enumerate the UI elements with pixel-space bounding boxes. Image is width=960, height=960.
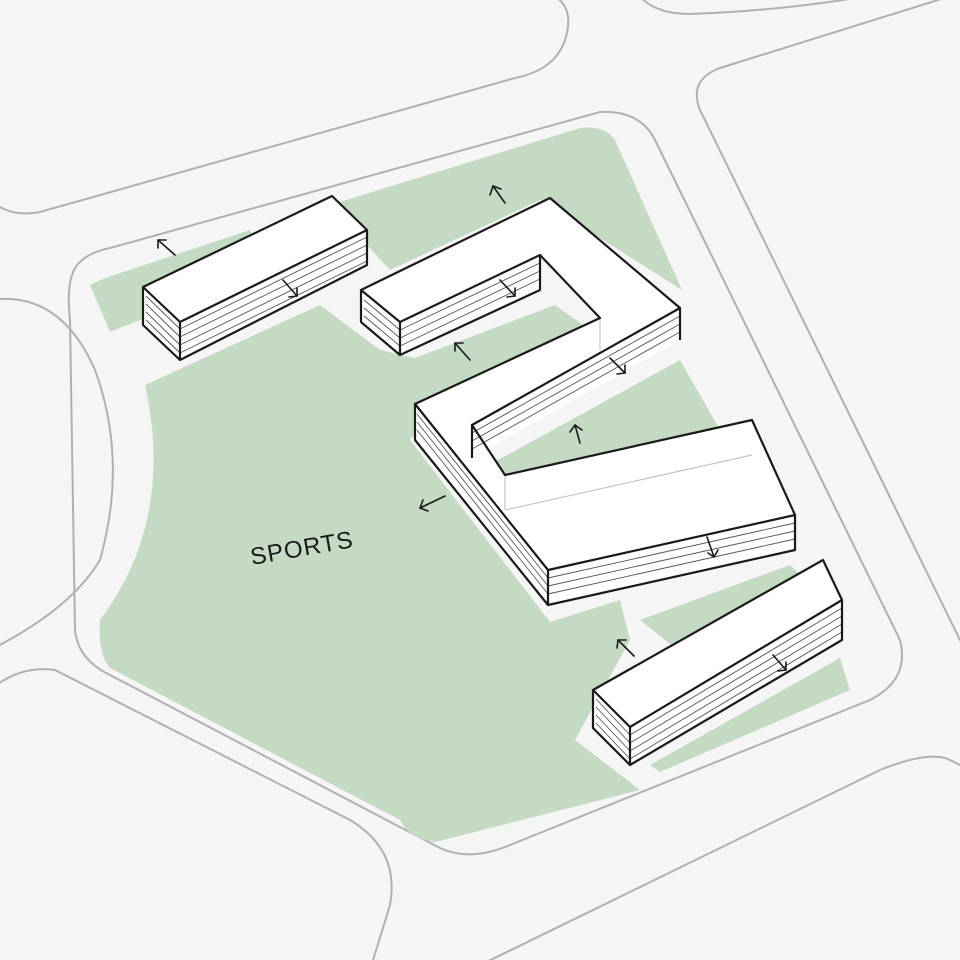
arrow-se-bar-in-icon: [772, 654, 787, 672]
building-central-south-facade: [415, 404, 548, 605]
city-block-southwest: [0, 668, 393, 960]
city-block-east: [695, 0, 960, 642]
green-sports-field: [99, 305, 640, 842]
building-southeast-floor-lines: [595, 607, 843, 760]
arrow-south-in-icon: [706, 536, 719, 558]
orientation-arrows: [157, 185, 787, 672]
building-northwest-roof: [143, 196, 367, 322]
arrow-inner-out-icon: [569, 424, 583, 444]
city-block-northeast-small: [642, 0, 850, 16]
site-plot: [67, 110, 903, 856]
building-northwest-side-facade: [180, 230, 367, 360]
arrow-east-in-icon: [609, 357, 626, 375]
building-southeast-front-facade: [593, 690, 630, 765]
city-block-north: [0, 0, 570, 215]
building-central-roof: [361, 198, 795, 570]
green-courtyard-east: [480, 360, 720, 490]
building-central-s-block: [359, 196, 797, 607]
building-central-hidden-edges: [504, 318, 753, 511]
arrow-nw-bar-in-icon: [282, 279, 298, 298]
arrow-north-out-icon: [489, 185, 506, 204]
building-northwest-bar: [141, 194, 369, 362]
arrow-courtyard-out-icon: [454, 342, 471, 361]
green-southeast: [650, 658, 850, 772]
building-central-southeast-facade: [548, 515, 795, 605]
arrow-nw-bar-out-icon: [157, 239, 176, 256]
city-block-west: [0, 297, 114, 646]
building-central-floor-lines: [363, 262, 796, 595]
building-northwest-front-facade: [143, 287, 180, 360]
city-block-southeast: [488, 755, 960, 960]
arrow-courtyard-in-icon: [499, 279, 516, 298]
arrow-sports-out-icon: [419, 495, 446, 512]
arrow-se-bar-out-icon: [616, 639, 635, 657]
green-north: [330, 127, 682, 290]
building-southeast-roof: [593, 560, 842, 727]
building-southeast-bar: [591, 558, 844, 767]
building-southeast-side-facade: [630, 600, 842, 765]
building-northwest-floor-lines: [145, 236, 368, 354]
building-central-west-facade: [361, 290, 400, 355]
